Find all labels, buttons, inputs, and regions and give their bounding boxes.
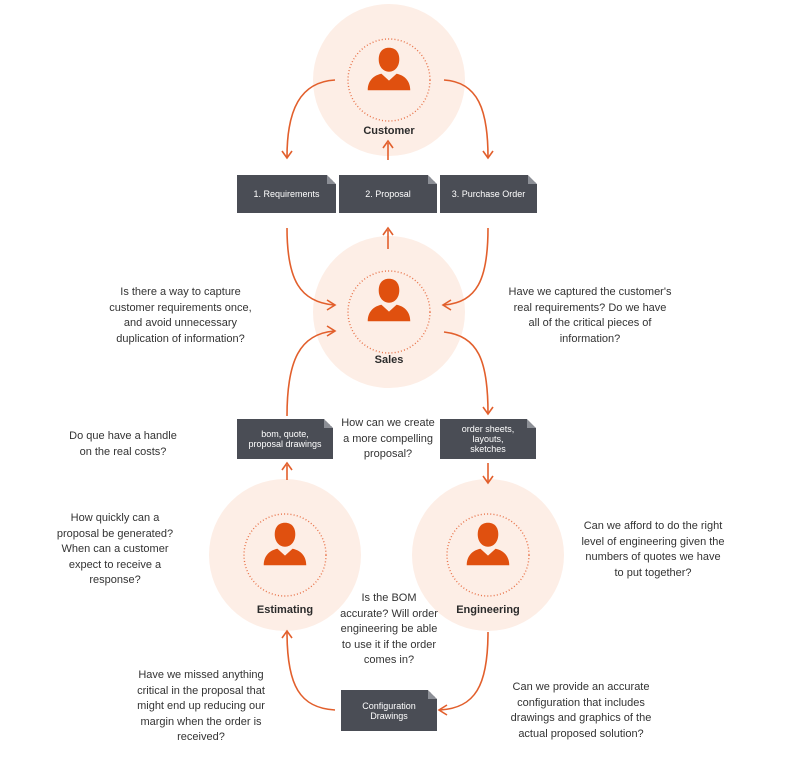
question-line: How quickly can a [70,512,160,524]
proposal-document: 2. Proposal [339,175,437,213]
question-line: When can a customer [61,543,169,555]
purchase-order-document-label: 3. Purchase Order [451,189,526,199]
question-accurate-config: Can we provide an accurate configuration… [495,680,667,742]
order-sheets-document: order sheets, layouts, sketches [440,419,536,459]
question-line: drawings and graphics of the [510,712,652,724]
question-line: real requirements? Do we have [513,301,667,314]
order-sheets-document-label: order sheets, layouts, sketches [461,424,515,454]
arrow-purchase-order-sales [443,227,489,306]
customer-node: Customer [313,4,465,156]
question-line: Is there a way to capture [120,286,241,298]
question-real-costs: Do que have a handle on the real costs? [58,429,188,460]
question-line: Have we missed anything [138,669,264,681]
arrow-configuration-estimating [286,631,336,711]
arrow-engineering-configuration [439,631,489,711]
arrow-requirements-sales [286,227,335,306]
question-line: comes in? [363,654,415,666]
question-line: engineering be able [340,623,438,635]
question-real-requirements: Have we captured the customer's real req… [495,285,685,347]
purchase-order-document: 3. Purchase Order [440,175,537,213]
question-line: Can we afford to do the right [583,520,723,532]
question-line: on the real costs? [79,445,167,458]
engineering-label: Engineering [456,604,520,616]
configuration-document: Configuration Drawings [341,690,437,731]
estimating-node: Estimating [209,479,361,631]
question-line: Is the BOM [361,592,417,604]
engineering-node: Engineering [412,479,564,631]
question-bom-accurate: Is the BOM accurate? Will order engineer… [332,591,446,669]
question-line: Can we provide an accurate [512,681,650,693]
estimating-label: Estimating [257,604,313,616]
question-line: Do que have a handle [69,430,177,442]
question-line: customer requirements once, [109,301,252,314]
question-line: to put together? [614,566,692,579]
question-line: configuration that includes [517,696,645,709]
question-line: margin when the order is [140,715,262,728]
question-line: actual proposed solution? [518,727,644,740]
question-line: to use it if the order [341,638,437,651]
arrow-sales-order-sheets [443,331,489,414]
question-line: How can we create [341,417,435,429]
bom-quote-document-label: bom, quote, proposal drawings [248,429,322,449]
arrow-customer-requirements [286,79,336,158]
flow-arrows [281,79,494,716]
question-line: and avoid unnecessary [123,317,238,329]
question-proposal-speed: How quickly can a proposal be generated?… [45,511,185,589]
question-capture-once: Is there a way to capture customer requi… [88,285,273,347]
question-line: level of engineering given the [581,535,725,548]
requirements-document: 1. Requirements [237,175,336,213]
question-line: critical in the proposal that [137,684,265,697]
sales-node: Sales [313,236,465,388]
arrow-customer-purchase-order [443,79,489,158]
question-line: might end up reducing our [137,700,265,712]
question-line: all of the critical pieces of [528,317,652,329]
question-line: proposal be generated? [56,527,174,540]
question-line: expect to receive a [68,558,162,571]
question-missed-anything: Have we missed anything critical in the … [118,668,284,746]
question-line: information? [559,332,621,345]
question-line: numbers of quotes we have [585,551,721,563]
question-line: a more compelling [343,432,433,445]
proposal-document-label: 2. Proposal [365,189,411,199]
question-line: accurate? Will order [340,607,438,620]
question-line: received? [177,731,225,743]
question-compelling-proposal: How can we create a more compelling prop… [332,416,444,463]
requirements-document-label: 1. Requirements [253,189,320,199]
question-line: response? [89,574,141,586]
question-engineering-level: Can we afford to do the right level of e… [565,519,741,581]
configuration-document-label: Configuration Drawings [362,700,416,721]
arrow-bom-sales [286,330,335,417]
customer-label: Customer [363,125,415,137]
bom-quote-document: bom, quote, proposal drawings [237,419,333,459]
question-line: proposal? [363,448,413,460]
sales-label: Sales [375,354,404,366]
question-line: Have we captured the customer's [508,286,672,298]
question-line: duplication of information? [116,332,245,345]
